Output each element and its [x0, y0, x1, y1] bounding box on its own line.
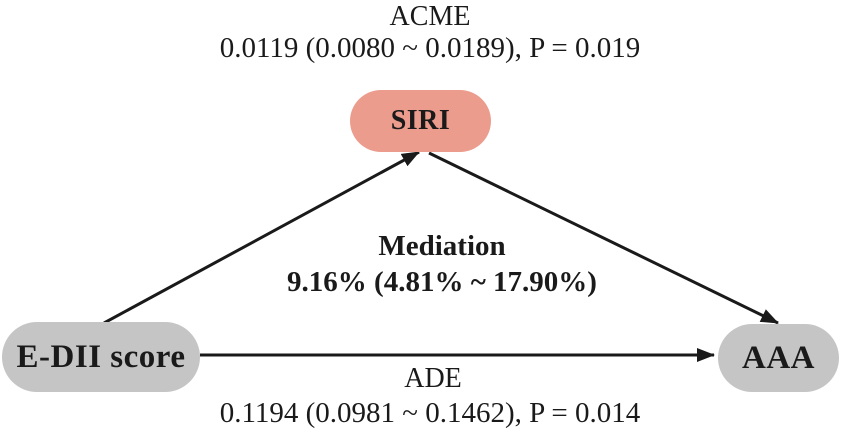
- exposure-node-label: E-DII score: [16, 338, 186, 375]
- ade-label: ADE: [404, 363, 462, 394]
- path-b-arrow-mediator-to-outcome: [428, 151, 779, 325]
- acme-value: 0.0119 (0.0080 ~ 0.0189), P = 0.019: [219, 32, 641, 64]
- mediator-node-siri: SIRI: [350, 90, 491, 152]
- acme-label: ACME: [389, 1, 471, 32]
- path-a-arrow-exposure-to-mediator: [103, 150, 420, 325]
- exposure-node-edii-score: E-DII score: [2, 322, 200, 392]
- mediation-value: 9.16% (4.81% ~ 17.90%): [287, 266, 597, 298]
- outcome-node-label: AAA: [742, 339, 815, 376]
- mediation-label: Mediation: [378, 230, 506, 262]
- outcome-node-aaa: AAA: [718, 324, 839, 392]
- mediator-node-label: SIRI: [390, 105, 451, 136]
- ade-value: 0.1194 (0.0981 ~ 0.1462), P = 0.014: [219, 397, 641, 429]
